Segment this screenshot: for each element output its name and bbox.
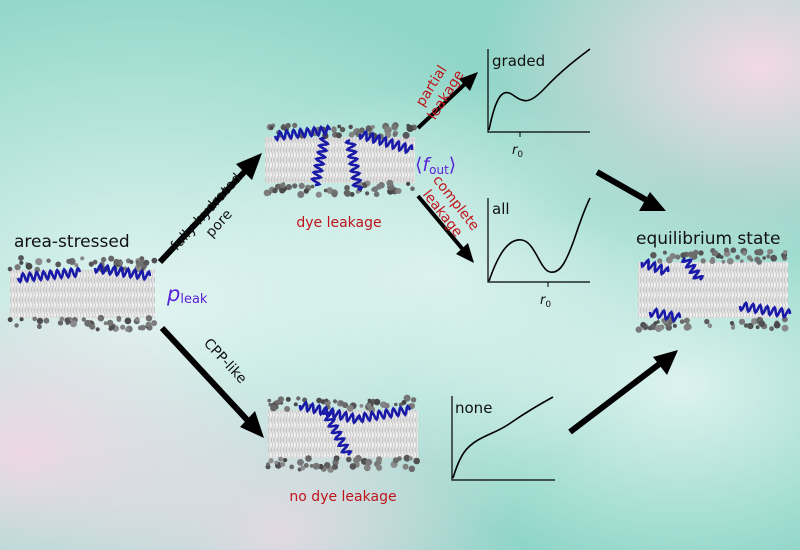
plot-graded-title: graded <box>492 52 545 70</box>
end-state-label: equilibrium state <box>636 229 781 249</box>
plot-none-title: none <box>455 399 492 417</box>
plot-all: all r0 <box>487 197 591 310</box>
arrow-partial <box>416 72 478 130</box>
arrow-complete <box>416 194 474 263</box>
helix-eq-2 <box>680 257 705 281</box>
helix-pore-4 <box>344 138 364 192</box>
start-state-label: area-stressed <box>14 232 130 252</box>
f-out-subscript: out <box>429 163 449 177</box>
plot-all-tick-symbol: r <box>540 293 547 308</box>
arrow-to-pore <box>157 153 262 265</box>
plot-graded-tick: r0 <box>512 143 523 160</box>
plot-graded: graded r0 <box>487 48 591 160</box>
p-leak-subscript: leak <box>180 292 208 307</box>
arrow-to-cpp <box>159 325 264 438</box>
f-out-close: ⟩ <box>449 154 456 176</box>
plot-graded-tick-symbol: r <box>512 143 519 158</box>
helix-pore-1 <box>273 123 332 143</box>
helix-eq-4 <box>648 307 682 323</box>
plot-all-tick: r0 <box>540 293 551 310</box>
plot-none: none <box>451 396 555 481</box>
f-out-label: ⟨fout⟩ <box>415 154 456 177</box>
helix-cpp-2 <box>320 409 353 456</box>
plot-all-tick-subscript: 0 <box>545 300 551 310</box>
plot-graded-tick-subscript: 0 <box>517 150 523 160</box>
p-leak-label: pleak <box>166 282 208 307</box>
arrow-none-to-equilibrium <box>568 350 678 435</box>
f-out-open: ⟨ <box>415 154 422 176</box>
helix-pore-2 <box>358 129 414 155</box>
f-out-symbol: f <box>422 154 432 176</box>
p-leak-symbol: p <box>166 282 180 306</box>
helix-eq-1 <box>640 258 670 276</box>
plot-all-title: all <box>492 200 510 218</box>
helix-stressed-2 <box>93 262 152 282</box>
membrane-pore <box>263 122 417 198</box>
no-dye-leakage-label: no dye leakage <box>289 489 396 505</box>
arrow-graded-to-equilibrium <box>595 169 666 211</box>
helix-cpp-3 <box>358 404 412 424</box>
helix-eq-3 <box>738 300 792 320</box>
helix-pore-3 <box>310 136 330 187</box>
dye-leakage-label: dye leakage <box>296 215 381 231</box>
helix-stressed-1 <box>16 266 82 284</box>
